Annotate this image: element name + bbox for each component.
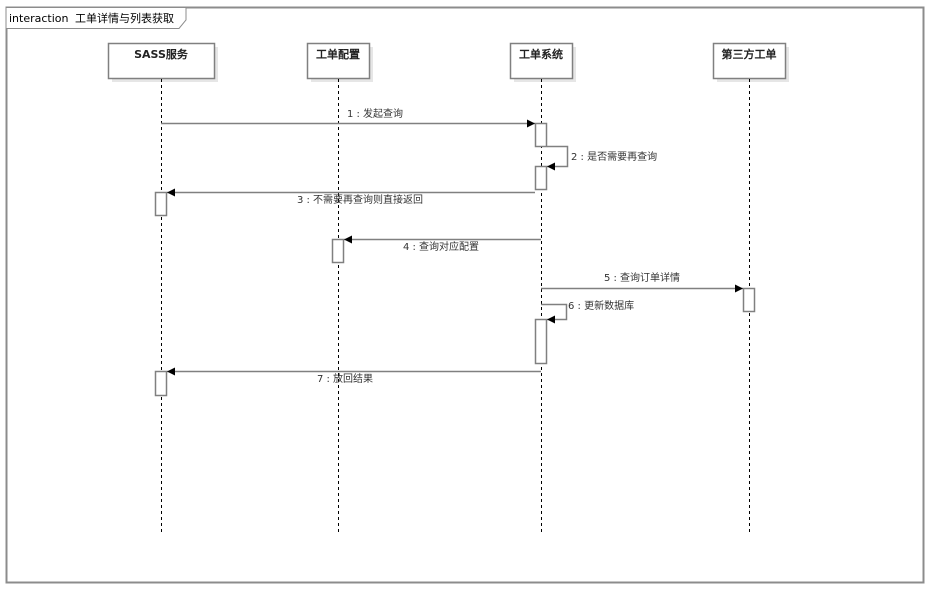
participant-label: 工单系统 — [519, 47, 563, 61]
participant-label: 第三方工单 — [722, 47, 777, 61]
participant-label: SASS服务 — [134, 47, 189, 61]
frame-title-tab — [6, 7, 187, 29]
interaction-frame: interaction 工单详情与列表获取 — [5, 6, 925, 584]
activation-bar-sass — [154, 370, 168, 397]
frame-title-text: 工单详情与列表获取 — [75, 11, 174, 25]
message-1[interactable]: 1 : 发起查询 — [161, 107, 535, 128]
participant-config[interactable]: 工单配置 — [306, 42, 374, 533]
message-2[interactable]: 2 : 是否需要再查询 — [547, 145, 657, 171]
participant-box — [107, 42, 216, 80]
message-label: 6 : 更新数据库 — [568, 299, 634, 312]
participant-sass[interactable]: SASS服务 — [107, 42, 219, 533]
message-label: 5 : 查询订单详情 — [604, 271, 680, 284]
message-label: 7 : 放回结果 — [317, 372, 373, 385]
participant-system[interactable]: 工单系统 — [509, 42, 577, 533]
message-7[interactable]: 7 : 放回结果 — [167, 367, 541, 386]
message-3[interactable]: 3 : 不需要再查询则直接返回 — [167, 188, 535, 207]
participant-label: 工单配置 — [316, 47, 360, 61]
participant-box — [712, 42, 787, 80]
activation-bar-sass — [154, 191, 168, 217]
message-label: 2 : 是否需要再查询 — [571, 150, 657, 163]
activation-bar-config — [331, 238, 345, 264]
message-5[interactable]: 5 : 查询订单详情 — [541, 271, 743, 293]
message-arrow — [541, 303, 568, 324]
message-label: 3 : 不需要再查询则直接返回 — [297, 193, 423, 206]
message-label: 4 : 查询对应配置 — [403, 240, 479, 253]
activation-bar-system — [534, 122, 548, 148]
activation-bar-system — [534, 165, 548, 191]
activation-bar-third — [742, 287, 756, 313]
message-6[interactable]: 6 : 更新数据库 — [541, 299, 634, 324]
frame-keyword: interaction — [9, 12, 69, 25]
participant-third[interactable]: 第三方工单 — [712, 42, 790, 533]
frame-border — [5, 6, 925, 584]
participants: SASS服务 工单配置 工单系统 第三方工单 — [107, 42, 790, 533]
frame-title: interaction 工单详情与列表获取 — [9, 11, 174, 25]
participant-box — [509, 42, 574, 80]
messages: 1 : 发起查询 2 : 是否需要再查询 3 : 不需要再查询则直接返回 4 : 查询… — [161, 107, 743, 385]
activation-bars — [154, 122, 756, 397]
message-arrow — [547, 145, 569, 171]
message-4[interactable]: 4 : 查询对应配置 — [344, 235, 541, 254]
participant-box — [306, 42, 371, 80]
activation-bar-system — [534, 318, 548, 365]
message-label: 1 : 发起查询 — [347, 107, 403, 120]
